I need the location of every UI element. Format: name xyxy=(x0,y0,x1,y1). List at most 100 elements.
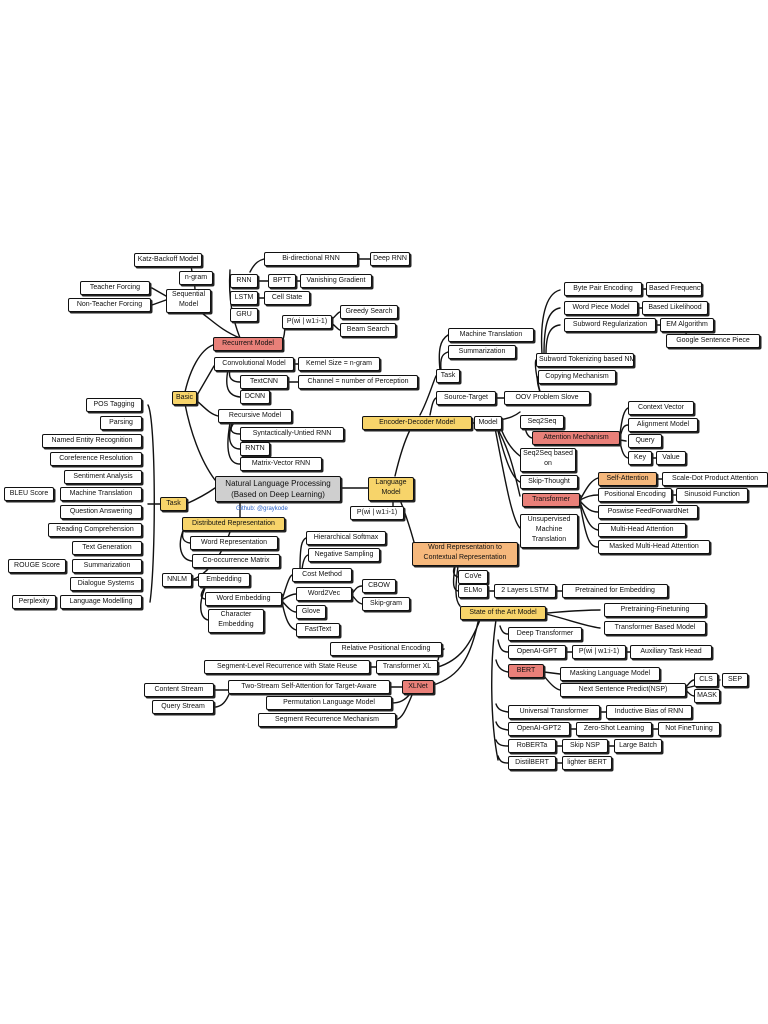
task-item-dialogue: Dialogue Systems xyxy=(70,577,142,591)
line-model-unsup xyxy=(494,427,521,529)
line-recursive-rntn xyxy=(228,422,241,450)
word-embedding-node: Word Embedding xyxy=(205,592,282,606)
skipgram-node: Skip-gram xyxy=(362,597,410,611)
based-likelihood-node: Based Likelihood xyxy=(642,301,708,315)
task-item-qa: Question Answering xyxy=(60,505,142,519)
masking-lm-node: Masking Language Model xyxy=(560,667,660,681)
cls-node: CLS xyxy=(694,673,718,687)
language-model-node: Language Model xyxy=(368,477,414,501)
line-sota-xlnet xyxy=(425,621,479,688)
gpt2-node: OpenAI-GPT2 xyxy=(508,722,570,736)
ed-model-node: Model xyxy=(474,416,502,430)
word-repr-contextual-node: Word Representation to Contextual Repres… xyxy=(412,542,518,566)
line-root-task xyxy=(185,487,216,505)
ed-task-node: Task xyxy=(436,369,460,383)
universal-transformer-node: Universal Transformer xyxy=(508,705,600,719)
oov-node: OOV Problem Slove xyxy=(504,391,590,405)
openai-gpt-node: OpenAI-GPT xyxy=(508,645,566,659)
task-node: Task xyxy=(160,497,187,511)
cooccurrence-matrix-node: Co-occurrence Matrix xyxy=(192,554,280,568)
positional-encoding-node: Positional Encoding xyxy=(598,488,672,502)
line-cost-hier xyxy=(299,537,307,570)
inductive-bias-node: Inductive Bias of RNN xyxy=(606,705,692,719)
value-node: Value xyxy=(656,451,686,465)
textcnn-node: TextCNN xyxy=(240,375,288,389)
subword-regularization-node: Subword Regularization xyxy=(564,318,656,332)
line-tf-mmha xyxy=(579,502,599,548)
alignment-model-node: Alignment Model xyxy=(628,418,698,432)
line-att-ctx xyxy=(619,407,629,435)
line-two-query xyxy=(215,691,231,708)
skip-thought-node: Skip-Thought xyxy=(520,475,578,489)
lighter-bert-node: lighter BERT xyxy=(562,756,612,770)
deep-transformer-node: Deep Transformer xyxy=(508,627,582,641)
line-sota-pf xyxy=(545,609,601,614)
roberta-node: RoBERTa xyxy=(508,739,556,753)
negative-sampling-node: Negative Sampling xyxy=(308,548,380,562)
distributed-representation-node: Distributed Representation xyxy=(182,517,285,531)
two-stream-node: Two-Stream Self-Attention for Target-Awa… xyxy=(228,680,390,694)
line-bert-nsp xyxy=(543,675,561,691)
line-w2v-skip xyxy=(351,594,363,605)
transformer-node: Transformer xyxy=(522,493,580,507)
line-emb-char xyxy=(200,587,209,621)
teacher-forcing-node: Teacher Forcing xyxy=(80,281,150,295)
segment-recurrence-state-node: Segment-Level Recurrence with State Reus… xyxy=(204,660,370,674)
gru-node: GRU xyxy=(230,308,258,322)
line-basic-conv xyxy=(195,365,215,398)
rnn-node: RNN xyxy=(230,274,258,288)
line-basic-recursive xyxy=(195,399,219,417)
line-recursive-mv xyxy=(227,422,241,465)
github-link[interactable]: Github: @graykode xyxy=(236,506,288,512)
syntactically-untied-node: Syntactically-Untied RNN xyxy=(240,427,344,441)
large-batch-node: Large Batch xyxy=(614,739,662,753)
bpe-node: Byte Pair Encoding xyxy=(564,282,642,296)
glove-node: Glove xyxy=(296,605,326,619)
line-sub-bpe xyxy=(540,289,561,355)
line-conv-dcnn xyxy=(226,369,241,398)
poswise-ffn-node: Poswise FeedForwardNet xyxy=(598,505,698,519)
bptt-node: BPTT xyxy=(268,274,296,288)
task-item-sum: Summarization xyxy=(72,559,142,573)
line-wr-sota xyxy=(455,565,461,607)
p-w-basic-node: P(wi | w1:i-1) xyxy=(282,315,332,329)
recursive-model-node: Recursive Model xyxy=(218,409,292,423)
line-att-key xyxy=(619,441,629,459)
multi-head-attention-node: Multi-Head Attention xyxy=(598,523,686,537)
line-nsp-cls xyxy=(685,679,695,688)
fasttext-node: FastText xyxy=(296,623,340,637)
line-word-emb-w2v xyxy=(281,593,297,601)
greedy-search-node: Greedy Search xyxy=(340,305,398,319)
skip-nsp-node: Skip NSP xyxy=(562,739,608,753)
line-lm-wordrepr xyxy=(399,499,415,543)
summarization-node: Summarization xyxy=(448,345,516,359)
self-attention-node: Self-Attention xyxy=(598,472,657,486)
sep-node: SEP xyxy=(722,673,748,687)
line-tf-self xyxy=(579,477,599,501)
dcnn-node: DCNN xyxy=(240,390,270,404)
source-target-node: Source-Target xyxy=(436,391,496,405)
task-item-coref: Coreference Resolution xyxy=(50,452,142,466)
language-model-p-node: P(wi | w1:i-1) xyxy=(350,506,404,520)
cell-state-node: Cell State xyxy=(264,291,310,305)
line-xlnet-perm xyxy=(391,693,411,704)
beam-search-node: Beam Search xyxy=(340,323,396,337)
line-sub-wp xyxy=(543,307,561,355)
task-item-lm: Language Modelling xyxy=(60,595,142,609)
line-task-bracket xyxy=(147,404,155,603)
segment-recurrence-node: Segment Recurrence Mechanism xyxy=(258,713,396,727)
task-item-pos: POS Tagging xyxy=(86,398,142,412)
cbow-node: CBOW xyxy=(362,579,396,593)
line-tf-pos xyxy=(579,494,599,501)
bidirectional-rnn-node: Bi-directional RNN xyxy=(264,252,358,266)
em-algorithm-node: EM Algorithm xyxy=(660,318,714,332)
line-att-query xyxy=(619,439,627,442)
recurrent-model-node: Recurrent Model xyxy=(213,337,283,351)
perplexity-node: Perplexity xyxy=(12,595,56,609)
word-piece-node: Word Piece Model xyxy=(564,301,638,315)
line-tf-mha xyxy=(579,501,599,531)
line-rnn-bidir xyxy=(249,258,265,273)
basic-node: Basic xyxy=(172,391,197,405)
line-recursive-sub xyxy=(230,422,241,435)
task-item-mt: Machine Translation xyxy=(60,487,142,501)
